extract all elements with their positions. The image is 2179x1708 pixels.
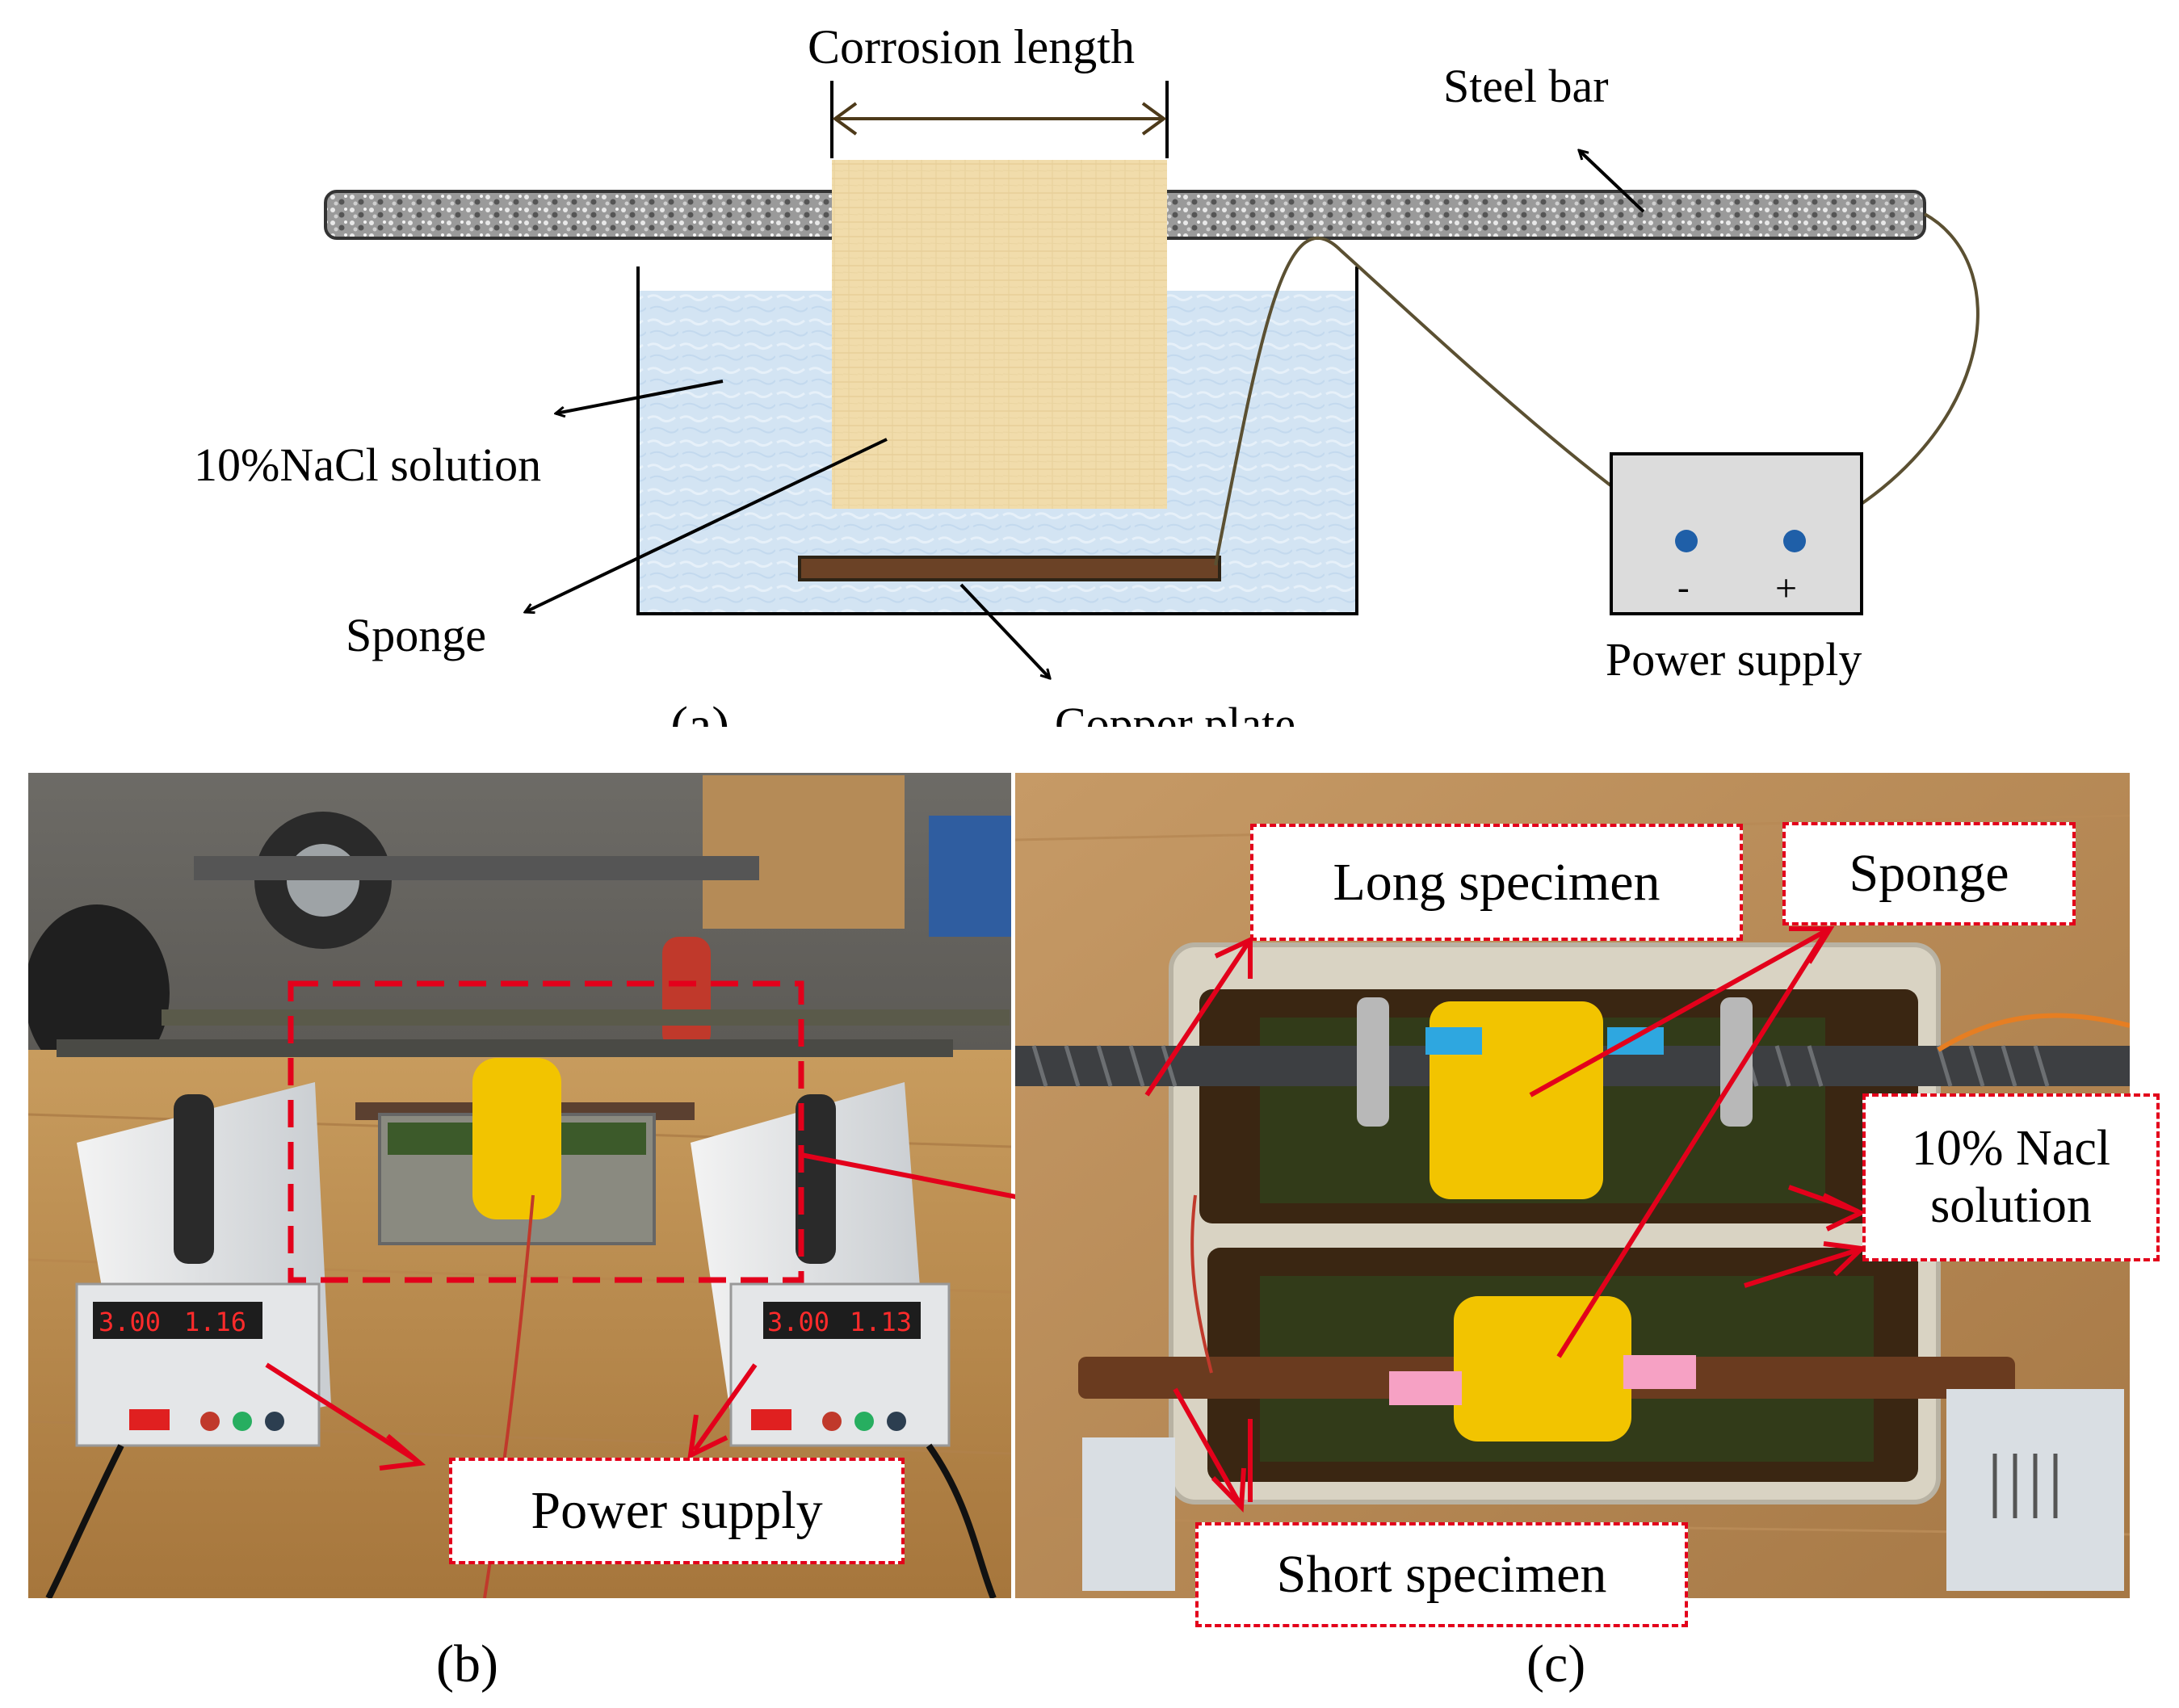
display-left-voltage: 3.00	[99, 1307, 161, 1337]
panel-c-caption: (c)	[1526, 1635, 1586, 1693]
sponge-arrow	[525, 438, 888, 612]
zoom-arrow	[800, 1152, 1083, 1212]
wire-negative	[1214, 237, 1688, 566]
nacl-arrow-upper	[1788, 1185, 1858, 1214]
container-tank	[636, 266, 1358, 615]
callout-sponge: Sponge	[1782, 822, 2076, 925]
lower-sponge	[1454, 1296, 1631, 1442]
callout-long-specimen: Long specimen	[1250, 824, 1743, 941]
long-specimen-arrow	[1144, 942, 1250, 1097]
sponge-arrow-lower	[1556, 929, 1829, 1358]
wire-positive	[1794, 212, 1980, 543]
terminal-positive	[1783, 530, 1806, 552]
callout-power-supply: Power supply	[449, 1458, 905, 1564]
lower-tank	[1207, 1248, 1918, 1482]
nacl-arrow	[556, 380, 724, 413]
upper-sponge	[1430, 1001, 1603, 1199]
psu-arrow-right	[692, 1363, 758, 1452]
sponge-label: Sponge	[346, 609, 486, 661]
highlight-region	[288, 980, 804, 1283]
psu-right	[729, 1282, 951, 1447]
short-specimen-bar	[1078, 1357, 2015, 1399]
nacl-arrow-lower	[1744, 1248, 1858, 1288]
copper-plate-label: Copper plate	[1055, 698, 1295, 727]
short-specimen-arrow-1	[1173, 1387, 1242, 1505]
psu-left	[75, 1282, 321, 1447]
panel-b-caption: (b)	[436, 1635, 498, 1693]
panel-a-diagram: - + Corrosion length Steel bar 10%NaCl s…	[194, 20, 1980, 727]
callout-short-specimen: Short specimen	[1195, 1522, 1688, 1627]
power-supply-label: Power supply	[1606, 633, 1862, 686]
callout-nacl-solution: 10% Nacl solution	[1862, 1093, 2160, 1261]
display-left-current: 1.16	[184, 1307, 246, 1337]
copper-plate	[798, 556, 1221, 581]
psu-arrow-left	[265, 1362, 418, 1463]
steel-bar-label: Steel bar	[1443, 60, 1609, 112]
nacl-solution-label: 10%NaCl solution	[194, 439, 541, 491]
upper-tank	[1199, 989, 1918, 1223]
copper-plate-arrow	[959, 583, 1050, 678]
nacl-line-1: 10% Nacl	[1911, 1120, 2111, 1176]
terminal-negative	[1675, 530, 1698, 552]
long-specimen-bar	[1015, 1046, 2130, 1086]
corrosion-length-label: Corrosion length	[808, 20, 1135, 73]
terminal-negative-label: -	[1677, 568, 1690, 607]
steel-bar-arrow	[1579, 150, 1645, 213]
power-supply-box	[1610, 452, 1863, 615]
display-right-current: 1.13	[850, 1307, 912, 1337]
panel-a-caption: (a)	[670, 696, 729, 727]
sponge-arrow-upper	[1529, 928, 1828, 1097]
terminal-positive-label: +	[1775, 567, 1797, 610]
sponge-block	[832, 160, 1167, 509]
nacl-line-2: solution	[1930, 1178, 2092, 1233]
display-right-voltage: 3.00	[767, 1307, 829, 1337]
